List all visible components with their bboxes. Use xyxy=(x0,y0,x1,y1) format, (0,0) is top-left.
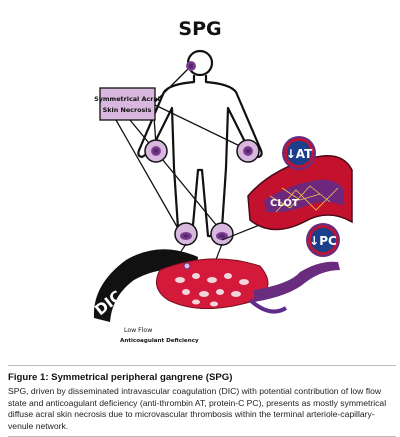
nose-necrosis-marker xyxy=(186,61,196,71)
callout-label-line2: Skin Necrosis xyxy=(103,106,152,114)
capillary-bed xyxy=(155,258,340,314)
clot-vessel: CLOT xyxy=(247,155,353,231)
necrosis-callout: Symmetrical Acral Skin Necrosis xyxy=(94,65,245,233)
figure-caption: Figure 1: Symmetrical peripheral gangren… xyxy=(8,372,396,437)
acral-necrosis-markers xyxy=(144,61,260,246)
callout-label-line1: Symmetrical Acral xyxy=(94,95,160,103)
antithrombin-badge: ↓AT xyxy=(282,136,316,170)
caption-body: SPG, driven by disseminated intravascula… xyxy=(8,386,396,437)
at-badge-label: ↓AT xyxy=(286,147,313,161)
low-flow-label: Low Flow xyxy=(124,327,152,334)
figure-title: SPG xyxy=(178,18,222,40)
caption-title: Figure 1: Symmetrical peripheral gangren… xyxy=(8,372,233,383)
pc-badge-label: ↓PC xyxy=(309,234,337,248)
clot-label: CLOT xyxy=(270,198,299,209)
caption-top-rule xyxy=(8,365,396,366)
protein-c-badge: ↓PC xyxy=(306,223,340,257)
anticoagulant-label: Anticoagulant Deficiency xyxy=(120,338,199,344)
spg-diagram: Symmetrical Acral Skin Necrosis DIC xyxy=(93,49,353,344)
